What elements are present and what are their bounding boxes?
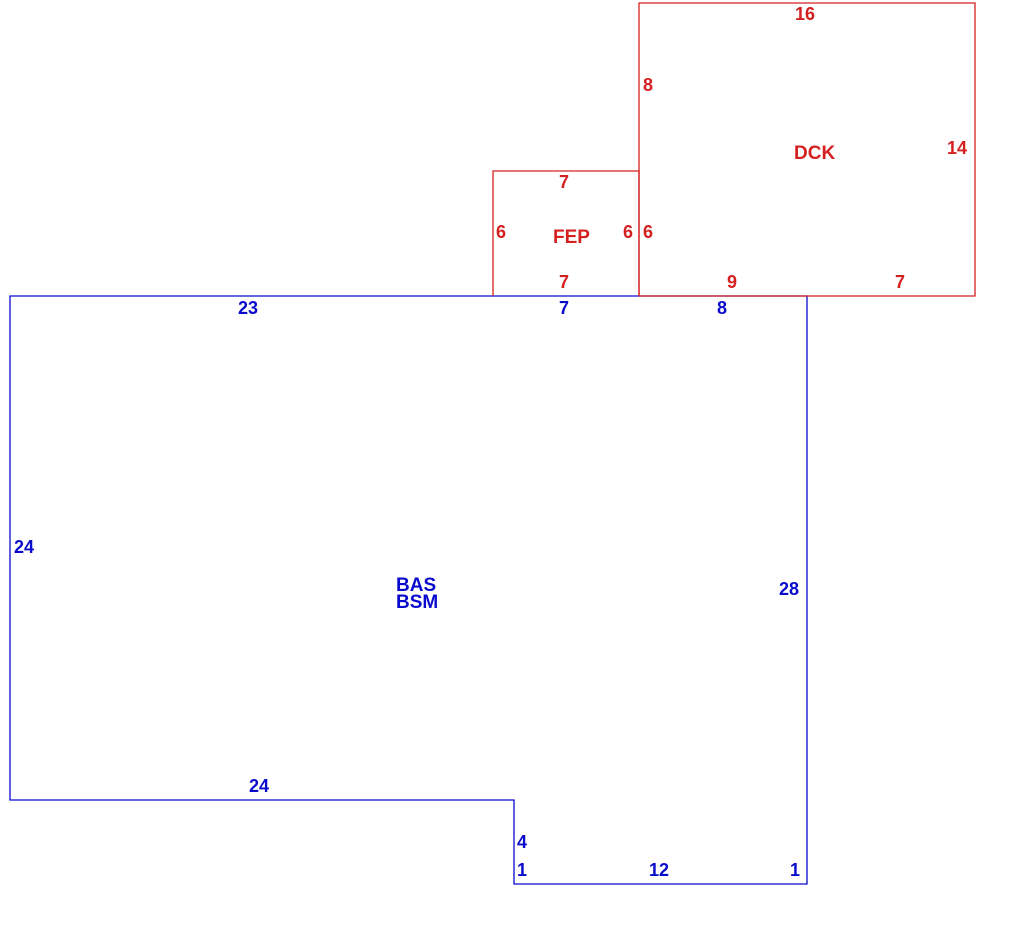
area-label-dck: DCK (794, 143, 835, 164)
dim-fep-bottom: 7 (559, 272, 569, 292)
dim-dck-right: 14 (947, 138, 967, 158)
dim-bas-notch-bottom-left: 1 (517, 860, 527, 880)
dim-bas-bottom-corner: 1 (790, 860, 800, 880)
dck-outline (638, 2, 976, 297)
dim-fep-top: 7 (559, 172, 569, 192)
dim-bas-left: 24 (14, 537, 34, 557)
dim-fep-left: 6 (496, 222, 506, 242)
dim-fep-right: 6 (623, 222, 633, 242)
dim-dck-left-upper: 8 (643, 75, 653, 95)
dim-dck-bottom-left: 9 (727, 272, 737, 292)
area-label-fep: FEP (553, 227, 590, 248)
dim-bas-right: 28 (779, 579, 799, 599)
dim-bas-bottom-right: 12 (649, 860, 669, 880)
area-label-bsm: BSM (396, 592, 438, 613)
dim-dck-top: 16 (795, 4, 815, 24)
dim-dck-left-lower: 6 (643, 222, 653, 242)
dim-bas-notch-vertical: 4 (517, 832, 527, 852)
dim-bas-bottom-left: 24 (249, 776, 269, 796)
dim-bas-top-mid: 7 (559, 298, 569, 318)
dim-dck-bottom-right: 7 (895, 272, 905, 292)
dim-bas-top-right: 8 (717, 298, 727, 318)
area-label-bas: BAS (396, 575, 436, 596)
dim-bas-top-left: 23 (238, 298, 258, 318)
